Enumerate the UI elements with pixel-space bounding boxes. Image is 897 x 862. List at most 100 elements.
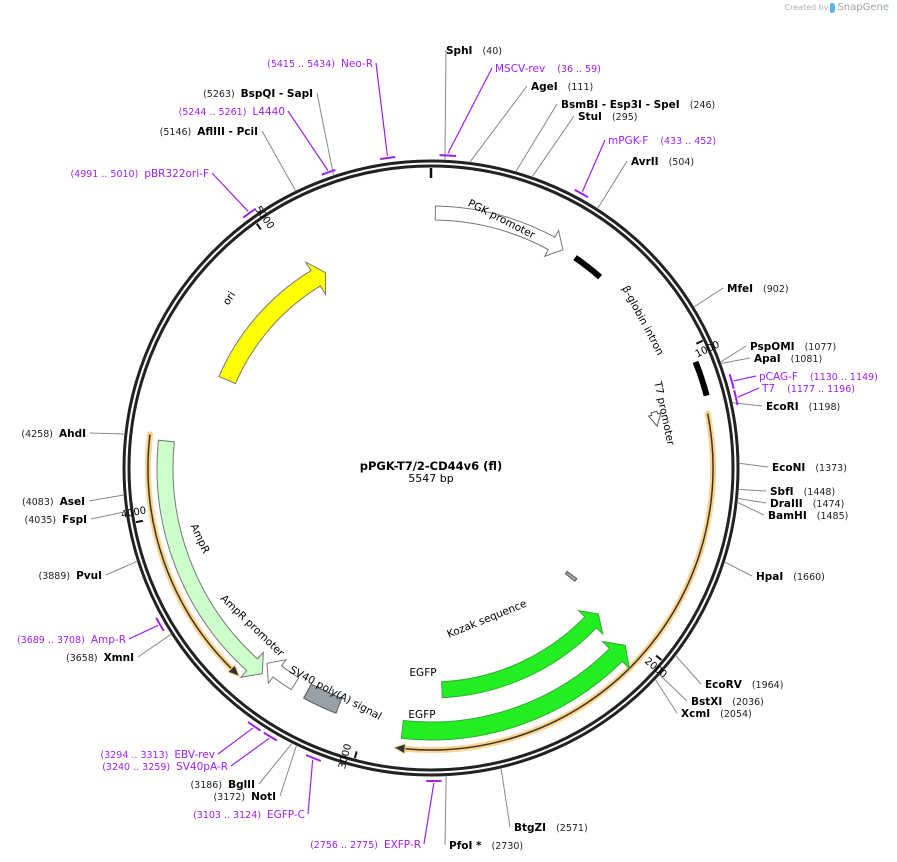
primer-sites[interactable]: MSCV-rev(36 .. 59) mPGK-F(433 .. 452) pCAG… xyxy=(17,58,878,851)
enzyme-label[interactable]: AvrII(504) xyxy=(631,156,694,168)
enzyme-site[interactable]: EcoNI(1373) xyxy=(738,462,847,474)
enzyme-label[interactable]: EcoNI(1373) xyxy=(772,462,847,474)
primer-site[interactable]: (2756 .. 2775)EXFP-R xyxy=(310,779,442,851)
feature-kozak-sequence[interactable] xyxy=(564,570,578,582)
feature-sv40-poly-a-signal[interactable] xyxy=(302,683,343,714)
enzyme-site[interactable]: (3172)NotI xyxy=(213,744,298,803)
enzyme-label[interactable]: (5263)BspQI - SapI xyxy=(203,88,313,100)
enzyme-label[interactable]: (4083)AseI xyxy=(22,496,85,508)
primer-site[interactable]: (3689 .. 3708)Amp-R xyxy=(17,617,165,646)
feature-ori[interactable] xyxy=(218,260,327,385)
feature-egfp[interactable] xyxy=(400,640,630,741)
enzyme-label[interactable]: (5146)AflIII - PciI xyxy=(160,126,258,138)
enzyme-label[interactable]: (4035)FspI xyxy=(25,514,87,526)
enzyme-label[interactable]: HpaI(1660) xyxy=(756,571,825,583)
feature-pgk-promoter[interactable] xyxy=(434,205,564,258)
feature-beta-globin-intron-exon-right[interactable] xyxy=(692,360,710,397)
enzyme-label[interactable]: (3889)PvuI xyxy=(38,570,102,582)
enzyme-label[interactable]: SbfI(1448) xyxy=(770,486,835,498)
enzyme-site[interactable]: (4035)FspI xyxy=(25,511,127,526)
primer-label[interactable]: (4991 .. 5010)pBR322ori-F xyxy=(70,168,209,180)
enzyme-label[interactable]: XcmI(2054) xyxy=(681,708,752,720)
enzyme-site[interactable]: HpaI(1660) xyxy=(724,561,825,583)
enzyme-site[interactable]: PfoI *(2730) xyxy=(444,775,523,852)
enzyme-label[interactable]: PspOMI(1077) xyxy=(750,341,836,353)
enzyme-sites[interactable]: SphI(40) AgeI(111) BsmBI - Esp3I - SpeI(24… xyxy=(21,45,848,852)
enzyme-site[interactable]: ApaI(1081) xyxy=(720,353,823,365)
feature-cd44v6-orf[interactable] xyxy=(403,413,714,751)
enzyme-label[interactable]: (3186)BglII xyxy=(190,779,255,791)
enzyme-label[interactable]: ApaI(1081) xyxy=(754,353,822,365)
primer-label[interactable]: (2756 .. 2775)EXFP-R xyxy=(310,839,421,851)
feature-beta-globin-intron-exon-left[interactable] xyxy=(573,255,603,280)
enzyme-site[interactable]: (4083)AseI xyxy=(22,494,125,508)
enzyme-label[interactable]: (4258)AhdI xyxy=(21,428,86,440)
primer-label[interactable]: (5415 .. 5434)Neo-R xyxy=(267,58,373,70)
enzyme-label[interactable]: BsmBI - Esp3I - SpeI(246) xyxy=(561,99,715,111)
enzyme-label[interactable]: SphI(40) xyxy=(446,45,502,57)
enzyme-site[interactable]: BtgZI(2571) xyxy=(500,767,588,834)
primer-label[interactable]: MSCV-rev(36 .. 59) xyxy=(495,63,601,75)
enzyme-site[interactable]: BamHI(1485) xyxy=(736,501,848,522)
enzyme-site[interactable]: StuI(295) xyxy=(531,111,638,178)
enzyme-label[interactable]: (3172)NotI xyxy=(213,791,276,803)
enzyme-site[interactable]: (3186)BglII xyxy=(190,742,293,791)
enzyme-label[interactable]: (3658)XmnI xyxy=(66,652,134,664)
enzyme-label[interactable]: DraIII(1474) xyxy=(770,498,844,510)
enzyme-site[interactable]: EcoRV(1964) xyxy=(675,655,783,691)
primer-label[interactable]: T7(1177 .. 1196) xyxy=(761,383,855,395)
enzyme-site[interactable]: (4258)AhdI xyxy=(21,428,125,440)
enzyme-site[interactable]: DraIII(1474) xyxy=(737,497,844,510)
enzyme-label[interactable]: PfoI *(2730) xyxy=(449,840,523,852)
enzyme-site[interactable]: (3658)XmnI xyxy=(66,633,172,664)
enzyme-site[interactable]: SbfI(1448) xyxy=(738,486,835,498)
enzyme-label[interactable]: AgeI(111) xyxy=(531,81,593,93)
enzyme-site[interactable]: (5263)BspQI - SapI xyxy=(203,88,335,176)
primer-site[interactable]: pCAG-F(1130 .. 1149) xyxy=(728,371,878,390)
primer-site[interactable]: T7(1177 .. 1196) xyxy=(733,383,855,406)
primer-site[interactable]: (3240 .. 3259)SV40pA-R xyxy=(102,731,278,773)
enzyme-label[interactable]: EcoRV(1964) xyxy=(705,679,783,691)
primer-site[interactable]: (3294 .. 3313)EBV-rev xyxy=(101,721,262,761)
primer-label[interactable]: (3240 .. 3259)SV40pA-R xyxy=(102,761,228,773)
enzyme-site[interactable]: AvrII(504) xyxy=(597,156,694,210)
feature-ampr-promoter[interactable] xyxy=(266,658,300,691)
enzyme-site[interactable]: (5146)AflIII - PciI xyxy=(160,126,297,192)
enzyme-label[interactable]: BtgZI(2571) xyxy=(514,822,588,834)
enzyme-site[interactable]: (3889)PvuI xyxy=(38,560,138,582)
enzyme-site[interactable]: MfeI(902) xyxy=(693,283,789,308)
enzyme-label[interactable]: BamHI(1485) xyxy=(768,510,848,522)
enzyme-label[interactable]: StuI(295) xyxy=(578,111,638,123)
primer-label[interactable]: (5244 .. 5261)L4440 xyxy=(179,106,285,118)
primer-label[interactable]: pCAG-F(1130 .. 1149) xyxy=(759,371,878,383)
enzyme-site[interactable]: PspOMI(1077) xyxy=(719,341,836,363)
primer-label[interactable]: (3103 .. 3124)EGFP-C xyxy=(193,809,305,821)
feature-ampr[interactable] xyxy=(156,439,264,678)
primer-site[interactable]: (3103 .. 3124)EGFP-C xyxy=(193,754,322,821)
backbone-outer-strand[interactable] xyxy=(122,159,740,777)
feature-t7-promoter[interactable] xyxy=(647,410,662,428)
enzyme-site[interactable]: BstXI(2036) xyxy=(659,674,764,708)
primer-label[interactable]: (3294 .. 3313)EBV-rev xyxy=(101,749,216,761)
primer-site[interactable]: (4991 .. 5010)pBR322ori-F xyxy=(70,168,257,219)
feature-egfp[interactable] xyxy=(441,609,604,699)
enzyme-site[interactable]: EcoRI(1198) xyxy=(731,401,840,413)
enzyme-site[interactable]: AgeI(111) xyxy=(469,81,594,163)
enzyme-label[interactable]: BstXI(2036) xyxy=(691,696,764,708)
enzyme-label[interactable]: EcoRI(1198) xyxy=(766,401,840,413)
primer-site[interactable]: MSCV-rev(36 .. 59) xyxy=(439,63,601,158)
plasmid-backbone[interactable] xyxy=(122,159,740,777)
backbone-inner-strand[interactable] xyxy=(127,164,735,772)
features-layer[interactable] xyxy=(145,205,716,755)
enzyme-site[interactable]: BsmBI - Esp3I - SpeI(246) xyxy=(515,99,716,173)
primer-site[interactable]: (5415 .. 5434)Neo-R xyxy=(267,58,396,161)
primer-site[interactable]: mPGK-F(433 .. 452) xyxy=(574,135,716,199)
enzyme-label[interactable]: MfeI(902) xyxy=(727,283,789,295)
enzyme-site[interactable]: XcmI(2054) xyxy=(654,678,752,720)
primer-label[interactable]: (3689 .. 3708)Amp-R xyxy=(17,634,126,646)
enzyme-site[interactable]: SphI(40) xyxy=(444,45,502,161)
feature-ampr-orf[interactable] xyxy=(147,434,233,671)
primer-label[interactable]: mPGK-F(433 .. 452) xyxy=(608,135,716,147)
primer-site[interactable]: (5244 .. 5261)L4440 xyxy=(179,106,336,176)
